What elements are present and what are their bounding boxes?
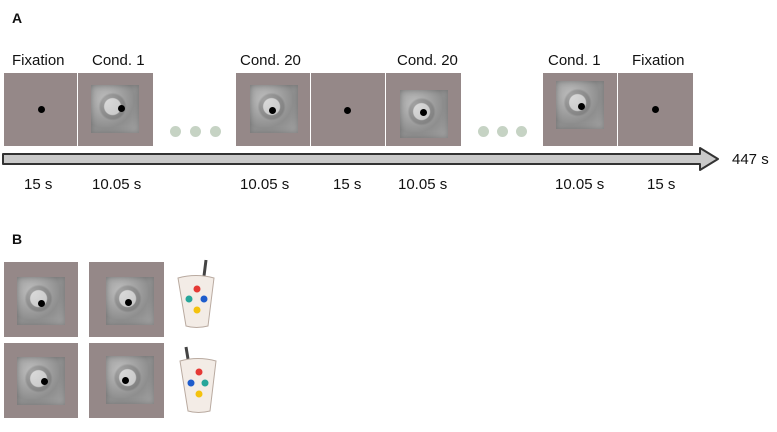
frame-cond20-b <box>386 73 461 146</box>
fixation-dot <box>122 377 129 384</box>
frame-fixation-start <box>4 73 77 146</box>
ellipsis-dot <box>190 126 201 137</box>
stimulus-image <box>91 85 139 133</box>
label-cond20-a: Cond. 20 <box>240 52 301 69</box>
label-cond20-b: Cond. 20 <box>397 52 458 69</box>
duration-label: 10.05 s <box>92 176 142 193</box>
fixation-dot <box>38 300 45 307</box>
frame-fixation-end <box>618 73 693 146</box>
frame-fixation-middle <box>311 73 385 146</box>
panel-a-letter: A <box>12 10 23 26</box>
trial-frame <box>89 262 164 337</box>
fixation-dot <box>344 107 351 114</box>
duration-label: 15 s <box>24 176 53 193</box>
label-cond1-end: Cond. 1 <box>548 52 601 69</box>
fixation-dot <box>420 109 427 116</box>
response-pad-icon <box>179 346 217 413</box>
label-cond1-start: Cond. 1 <box>92 52 145 69</box>
duration-label: 10.05 s <box>555 176 605 193</box>
trial-frame <box>4 343 78 418</box>
trial-frame <box>89 343 164 418</box>
ellipsis-dot <box>210 126 221 137</box>
total-duration: 447 s <box>732 151 769 168</box>
duration-label: 15 s <box>333 176 362 193</box>
response-pad-icon <box>177 259 215 328</box>
fixation-dot <box>652 106 659 113</box>
ellipsis-dot <box>516 126 527 137</box>
fixation-dot <box>125 299 132 306</box>
fixation-dot <box>41 378 48 385</box>
stimulus-image <box>106 356 154 404</box>
fixation-dot <box>38 106 45 113</box>
frame-cond1-start <box>78 73 153 146</box>
timeline-arrow <box>2 147 719 171</box>
fixation-dot <box>269 107 276 114</box>
label-fixation-end: Fixation <box>632 52 685 69</box>
panel-b-letter: B <box>12 231 23 247</box>
duration-label: 15 s <box>647 176 676 193</box>
fixation-dot <box>578 103 585 110</box>
duration-label: 10.05 s <box>240 176 290 193</box>
ellipsis-dot <box>170 126 181 137</box>
duration-label: 10.05 s <box>398 176 448 193</box>
label-fixation-start: Fixation <box>12 52 65 69</box>
trial-frame <box>4 262 78 337</box>
frame-cond1-end <box>543 73 617 146</box>
ellipsis-dot <box>478 126 489 137</box>
ellipsis-dot <box>497 126 508 137</box>
fixation-dot <box>118 105 125 112</box>
frame-cond20-a <box>236 73 310 146</box>
